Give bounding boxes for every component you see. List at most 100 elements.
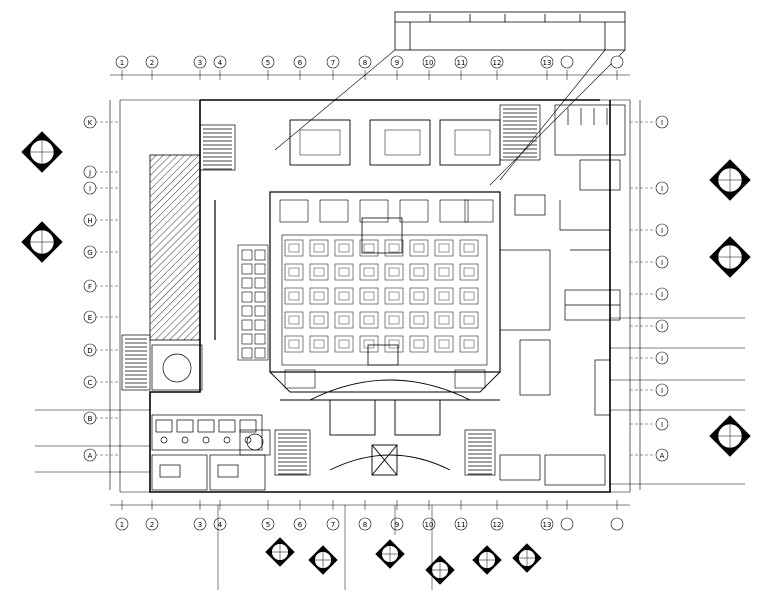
column-axis-bubble: 11: [454, 517, 468, 531]
row-axis-label: B: [88, 415, 93, 423]
column-axis-bubble: 8: [358, 517, 372, 531]
row-axis-bubble: J: [83, 165, 97, 179]
column-axis-bubble: 5: [261, 55, 275, 69]
row-axis-bubble-right: I: [655, 417, 669, 431]
central-dining-hall: [269, 191, 501, 393]
column-axis-label: 3: [198, 59, 202, 67]
row-axis-label: E: [88, 314, 92, 322]
column-axis-bubble: 2: [145, 517, 159, 531]
column-axis-bubble: 6: [293, 55, 307, 69]
row-axis-label-right: I: [661, 421, 663, 429]
section-callout-marker: [308, 545, 338, 575]
column-axis-bubble: 4: [213, 55, 227, 69]
column-axis-bubble: 1: [115, 517, 129, 531]
column-axis-label: 7: [331, 59, 335, 67]
row-axis-bubble-right: I: [655, 223, 669, 237]
section-callout-marker: [709, 415, 751, 457]
column-axis-bubble: 11: [454, 55, 468, 69]
row-axis-bubble: D: [83, 343, 97, 357]
row-axis-bubble-right: I: [655, 351, 669, 365]
column-axis-bubble: 3: [193, 517, 207, 531]
column-axis-label: 6: [298, 59, 303, 67]
section-callout-marker: [472, 545, 502, 575]
row-axis-label: I: [89, 185, 91, 193]
row-axis-label-right: I: [661, 227, 663, 235]
row-axis-bubble-right: A: [655, 448, 669, 462]
column-axis-label: 2: [150, 521, 154, 529]
column-axis-label: 4: [218, 521, 223, 529]
column-axis-bubble: 13: [540, 55, 554, 69]
column-axis-label: 10: [425, 521, 434, 529]
row-axis-label: F: [88, 283, 92, 291]
column-axis-label: 2: [150, 59, 154, 67]
row-axis-label-right: I: [661, 355, 663, 363]
column-axis-label: 13: [543, 59, 552, 67]
section-callout-marker: [512, 543, 542, 573]
column-axis-bubble: 9: [390, 517, 404, 531]
hatched-landscape-area: [149, 154, 201, 341]
row-axis-bubble-right: I: [655, 319, 669, 333]
column-axis-label: 4: [218, 59, 223, 67]
column-axis-label: 11: [457, 521, 466, 529]
row-axis-label: D: [87, 347, 92, 355]
row-axis-label: J: [88, 169, 91, 177]
column-axis-label: 3: [198, 521, 202, 529]
row-axis-bubble: A: [83, 448, 97, 462]
row-axis-label: H: [87, 217, 92, 225]
column-axis-bubble: 10: [422, 55, 436, 69]
column-axis-bubble: [610, 55, 624, 69]
column-axis-label: 8: [363, 59, 367, 67]
column-axis-bubble: 12: [490, 55, 504, 69]
column-axis-label: 9: [395, 521, 399, 529]
column-axis-bubble: 12: [490, 517, 504, 531]
row-axis-bubble-right: I: [655, 383, 669, 397]
row-axis-bubble: I: [83, 181, 97, 195]
column-axis-bubble: 3: [193, 55, 207, 69]
column-axis-bubble: 1: [115, 55, 129, 69]
column-axis-label: 7: [331, 521, 335, 529]
column-axis-label: 5: [266, 59, 270, 67]
column-axis-bubble: 4: [213, 517, 227, 531]
building-outline: [119, 99, 631, 493]
column-axis-label: 10: [425, 59, 434, 67]
top-elevation-strip: [274, 11, 626, 186]
stair-blocks: [121, 104, 541, 476]
row-axis-label-right: I: [661, 387, 663, 395]
column-axis-bubble: 8: [358, 55, 372, 69]
column-axis-bubble: 7: [326, 517, 340, 531]
section-callout-marker: [425, 555, 455, 585]
row-axis-label-right: I: [661, 185, 663, 193]
elevation-details: [429, 14, 581, 22]
row-axis-bubble: F: [83, 279, 97, 293]
column-axis-label: 8: [363, 521, 367, 529]
column-axis-label: 6: [298, 521, 303, 529]
row-axis-label: K: [88, 119, 93, 127]
column-axis-bubble: 9: [390, 55, 404, 69]
section-callout-marker: [375, 539, 405, 569]
entrance-area: [280, 379, 500, 476]
restroom-block: [554, 104, 626, 191]
left-seating-column: [214, 200, 269, 361]
row-axis-label: C: [88, 379, 93, 387]
row-axis-bubble: K: [83, 115, 97, 129]
section-callout-marker: [265, 537, 295, 567]
row-axis-label-right: I: [661, 291, 663, 299]
column-axis-bubble: [610, 517, 624, 531]
row-axis-label-right: A: [660, 452, 665, 460]
row-axis-label-right: I: [661, 323, 663, 331]
row-axis-bubble-right: I: [655, 181, 669, 195]
row-axis-label-right: I: [661, 119, 663, 127]
column-axis-bubble: [560, 517, 574, 531]
section-callout-marker: [709, 236, 751, 278]
row-axis-bubble-right: I: [655, 255, 669, 269]
column-axis-label: 13: [543, 521, 552, 529]
column-axis-bubble: 5: [261, 517, 275, 531]
column-axis-bubble: [560, 55, 574, 69]
section-callout-marker: [21, 131, 63, 173]
column-axis-label: 9: [395, 59, 399, 67]
row-axis-bubble: E: [83, 310, 97, 324]
row-axis-bubble: G: [83, 245, 97, 259]
section-markers: [21, 131, 751, 585]
column-axis-label: 1: [120, 59, 124, 67]
